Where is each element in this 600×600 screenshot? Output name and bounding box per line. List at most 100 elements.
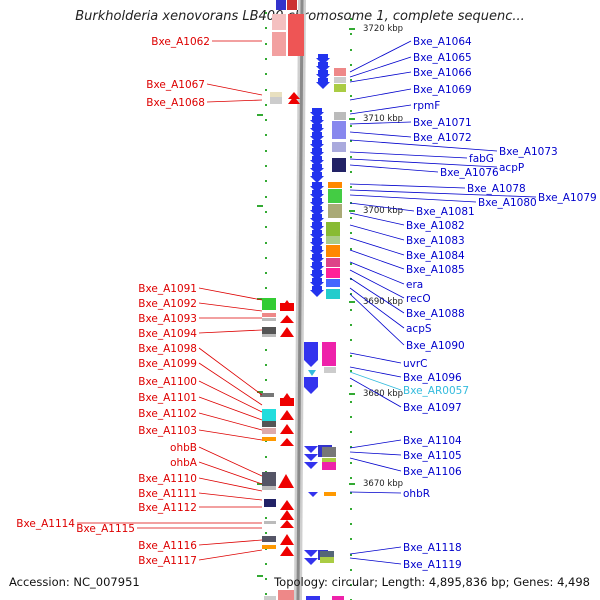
- gene-arrow-body[interactable]: [312, 238, 322, 243]
- gene-arrow-body[interactable]: [312, 132, 322, 137]
- gene-cluster-right[interactable]: [310, 54, 330, 297]
- gene-label-right[interactable]: Bxe_A1076: [440, 167, 499, 179]
- gene-label-left[interactable]: Bxe_A1068: [146, 97, 205, 109]
- gene-label-left[interactable]: Bxe_A1099: [138, 358, 197, 370]
- gene-arrow[interactable]: [310, 176, 324, 183]
- gene-arrow[interactable]: [316, 82, 330, 89]
- gene-label-right[interactable]: Bxe_A1079: [538, 192, 597, 204]
- gene-arrow[interactable]: [310, 258, 324, 265]
- gene-label-left[interactable]: Bxe_A1100: [138, 376, 197, 388]
- gene-label-right[interactable]: Bxe_A1066: [413, 67, 472, 79]
- gene-block-a1067[interactable]: [270, 92, 300, 104]
- gene-label-right[interactable]: Bxe_A1106: [403, 466, 462, 478]
- gene-label-left[interactable]: Bxe_A1111: [138, 488, 197, 500]
- gene-label-left[interactable]: Bxe_A1115: [76, 523, 135, 535]
- gene-label-left[interactable]: Bxe_A1116: [138, 540, 197, 552]
- gene-label-left[interactable]: Bxe_A1091: [138, 283, 197, 295]
- gene-arrow-body[interactable]: [312, 206, 322, 211]
- gene-arrow[interactable]: [310, 186, 324, 193]
- gene-arrow-body[interactable]: [312, 148, 322, 153]
- gene-arrow-body[interactable]: [312, 214, 322, 219]
- gene-arrow-body[interactable]: [312, 164, 322, 169]
- gene-arrow[interactable]: [310, 194, 324, 201]
- gene-arrow[interactable]: [310, 168, 324, 175]
- gene-arrow[interactable]: [310, 120, 324, 127]
- gene-arrow[interactable]: [316, 74, 330, 81]
- gene-label-right[interactable]: Bxe_A1105: [403, 450, 462, 462]
- gene-label-left[interactable]: ohbB: [170, 442, 197, 454]
- gene-arrow[interactable]: [310, 250, 324, 257]
- gene-arrow[interactable]: [310, 144, 324, 151]
- gene-arrow[interactable]: [310, 266, 324, 273]
- gene-label-left[interactable]: Bxe_A1110: [138, 473, 197, 485]
- gene-label-right[interactable]: recO: [406, 293, 431, 305]
- gene-label-right[interactable]: rpmF: [413, 100, 440, 112]
- gene-label-left[interactable]: ohbA: [170, 457, 198, 469]
- gene-arrow[interactable]: [310, 152, 324, 159]
- gene-arrow-body[interactable]: [312, 254, 322, 259]
- gene-label-right[interactable]: Bxe_A1119: [403, 559, 462, 571]
- gene-arrow-body[interactable]: [312, 262, 322, 267]
- gene-arrow-body[interactable]: [312, 108, 322, 113]
- gene-arrow-body[interactable]: [312, 190, 322, 195]
- gene-label-right[interactable]: Bxe_A1065: [413, 52, 472, 64]
- gene-arrow[interactable]: [316, 66, 330, 73]
- gene-label-right[interactable]: Bxe_A1069: [413, 84, 472, 96]
- gene-arrow[interactable]: [310, 112, 324, 119]
- gene-block-top[interactable]: [272, 0, 304, 56]
- gene-arrow[interactable]: [310, 160, 324, 167]
- gene-label-right[interactable]: Bxe_AR0057: [403, 385, 469, 397]
- gene-label-left[interactable]: Bxe_A1102: [138, 408, 197, 420]
- gene-label-right[interactable]: Bxe_A1083: [406, 235, 465, 247]
- gene-arrow-body[interactable]: [312, 278, 322, 283]
- gene-label-right[interactable]: acpP: [499, 162, 524, 174]
- gene-arrow-body[interactable]: [312, 182, 322, 187]
- gene-label-right[interactable]: Bxe_A1073: [499, 146, 558, 158]
- gene-arrow-body[interactable]: [312, 156, 322, 161]
- gene-label-left[interactable]: Bxe_A1062: [151, 36, 210, 48]
- gene-arrow-body[interactable]: [318, 78, 328, 83]
- gene-label-right[interactable]: Bxe_A1118: [403, 542, 462, 554]
- gene-arrow-body[interactable]: [312, 230, 322, 235]
- gene-label-right[interactable]: Bxe_A1082: [406, 220, 465, 232]
- gene-arrow-body[interactable]: [312, 140, 322, 145]
- gene-arrow-body[interactable]: [318, 70, 328, 75]
- gene-label-left[interactable]: Bxe_A1098: [138, 343, 197, 355]
- gene-label-right[interactable]: acpS: [406, 323, 432, 335]
- gene-arrow[interactable]: [316, 58, 330, 65]
- gene-label-right[interactable]: uvrC: [403, 358, 428, 370]
- gene-arrow-body[interactable]: [312, 270, 322, 275]
- gene-label-left[interactable]: Bxe_A1117: [138, 555, 197, 567]
- gene-arrow[interactable]: [310, 226, 324, 233]
- gene-label-left[interactable]: Bxe_A1094: [138, 328, 197, 340]
- gene-label-left[interactable]: Bxe_A1092: [138, 298, 197, 310]
- gene-label-right[interactable]: Bxe_A1072: [413, 132, 472, 144]
- gene-arrow[interactable]: [310, 290, 324, 297]
- gene-arrow[interactable]: [310, 242, 324, 249]
- gene-arrow-body[interactable]: [312, 124, 322, 129]
- gene-arrow-body[interactable]: [312, 222, 322, 227]
- gene-label-right[interactable]: Bxe_A1085: [406, 264, 465, 276]
- gene-label-right[interactable]: Bxe_A1078: [467, 183, 526, 195]
- gene-label-right[interactable]: Bxe_A1097: [403, 402, 462, 414]
- gene-arrow-body[interactable]: [318, 62, 328, 67]
- gene-label-right[interactable]: era: [406, 279, 423, 291]
- gene-label-right[interactable]: Bxe_A1088: [406, 308, 465, 320]
- gene-arrow[interactable]: [310, 274, 324, 281]
- gene-arrow[interactable]: [310, 234, 324, 241]
- gene-label-left[interactable]: Bxe_A1103: [138, 425, 197, 437]
- gene-label-right[interactable]: Bxe_A1080: [478, 197, 537, 209]
- gene-label-left[interactable]: Bxe_A1114: [16, 518, 75, 530]
- gene-arrow-body[interactable]: [312, 172, 322, 177]
- gene-label-right[interactable]: ohbR: [403, 488, 430, 500]
- gene-label-right[interactable]: fabG: [469, 153, 494, 165]
- gene-arrow[interactable]: [310, 282, 324, 289]
- gene-label-left[interactable]: Bxe_A1101: [138, 392, 197, 404]
- gene-label-right[interactable]: Bxe_A1104: [403, 435, 462, 447]
- gene-arrows-lower[interactable]: [304, 342, 320, 600]
- gene-arrow[interactable]: [310, 210, 324, 217]
- gene-label-right[interactable]: Bxe_A1081: [416, 206, 475, 218]
- gene-label-left[interactable]: Bxe_A1112: [138, 502, 197, 514]
- gene-label-left[interactable]: Bxe_A1067: [146, 79, 205, 91]
